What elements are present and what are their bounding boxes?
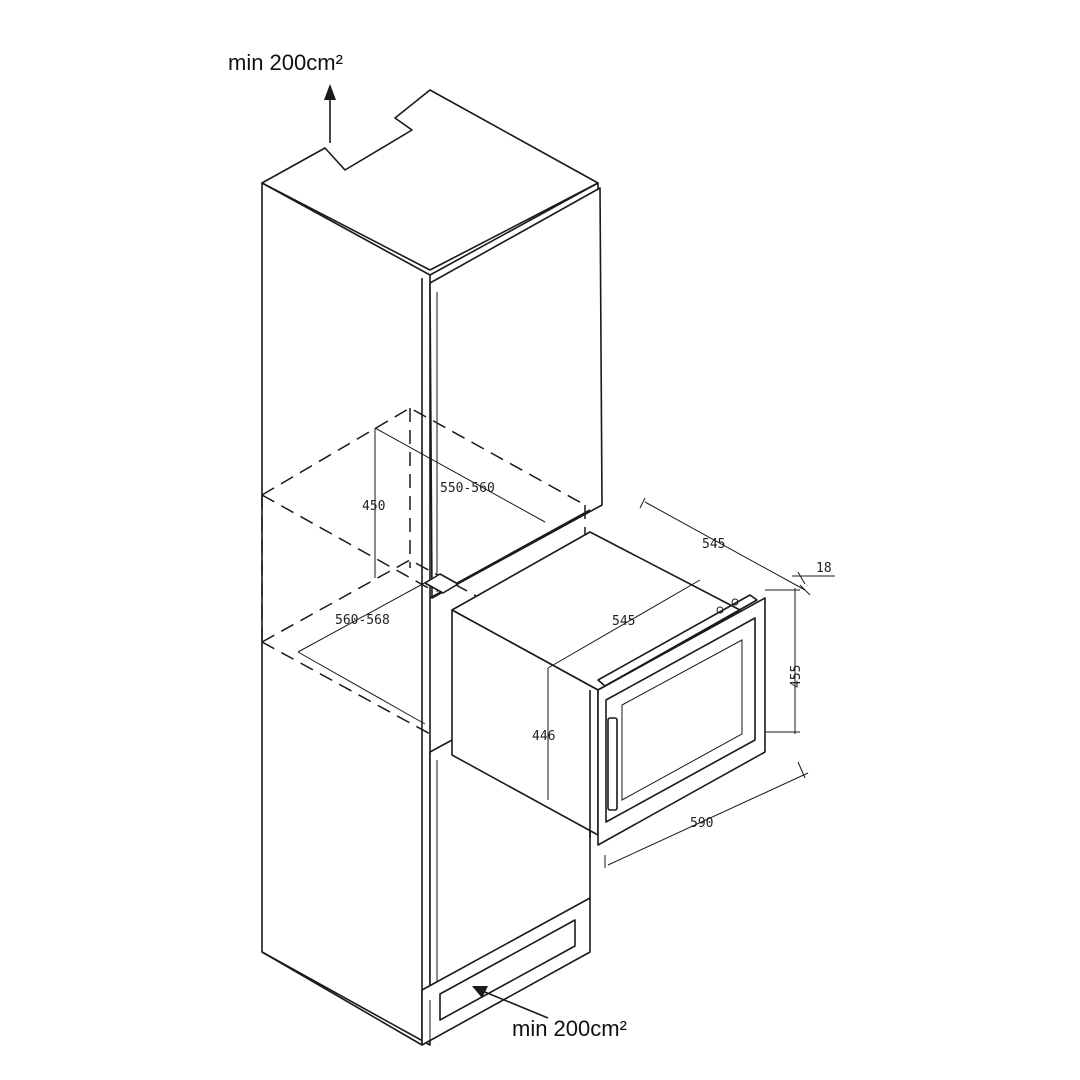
dim-body-height: 446 <box>532 729 555 744</box>
control-button-icon <box>716 606 724 614</box>
cabinet-side-panel <box>261 182 431 1046</box>
unit-front-panel <box>597 597 766 846</box>
dim-front-height: 455 <box>789 665 804 688</box>
wine-cooler-unit <box>451 531 766 846</box>
dim-niche-depth: 560-568 <box>335 613 390 628</box>
door-handle <box>607 717 618 811</box>
dim-niche-height: 450 <box>362 499 385 514</box>
dim-unit-depth-side: 545 <box>612 614 635 629</box>
control-button-icon <box>731 598 739 606</box>
niche-outline <box>261 407 586 736</box>
plinth-vent-icon <box>439 919 576 1021</box>
dim-unit-depth-top: 545 <box>702 537 725 552</box>
top-vent-label: min 200cm² <box>228 50 343 75</box>
glass-door <box>605 617 756 823</box>
vent-bottom-arrow-icon <box>479 989 549 1019</box>
cabinet-top-panel <box>261 89 599 271</box>
dimension-lines <box>547 497 835 868</box>
dim-door-thickness: 18 <box>816 561 832 576</box>
upper-door <box>429 187 603 599</box>
dim-niche-width: 550-560 <box>440 481 495 496</box>
bottom-vent-label: min 200cm² <box>512 1016 627 1041</box>
vent-arrows <box>324 84 549 1019</box>
dim-front-width: 590 <box>690 816 713 831</box>
control-panel <box>597 594 758 687</box>
